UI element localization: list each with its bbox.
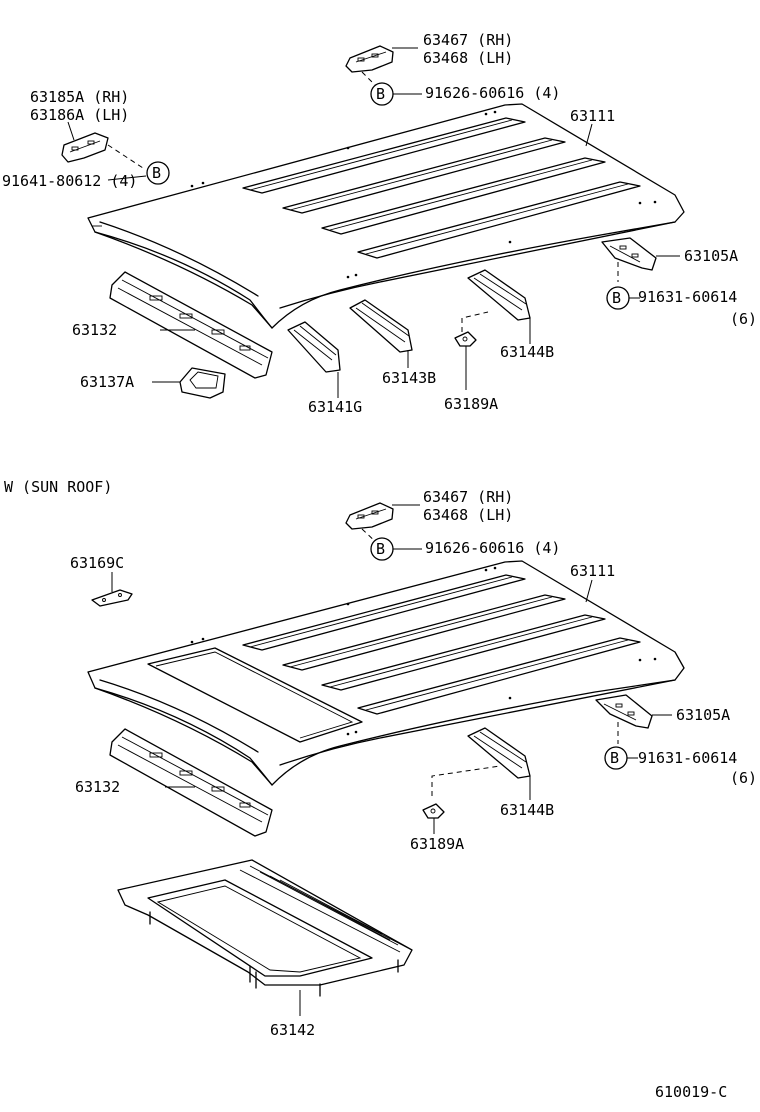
label-91641: 91641-80612 (4): [2, 172, 137, 190]
callout-b-label: B: [152, 164, 161, 182]
label-63189a-lower: 63189A: [410, 835, 464, 853]
callout-b-front-lower: B: [370, 537, 394, 561]
upper-roof-bow-2-drawing: [349, 299, 413, 353]
label-91631-lower: 91631-60614: [638, 749, 737, 767]
label-63186a-lh: 63186A (LH): [30, 106, 129, 124]
label-63111-lower: 63111: [570, 562, 615, 580]
upper-roof-bow-1-drawing: [287, 321, 341, 373]
callout-b-label: B: [376, 85, 385, 103]
callout-b-front-upper: B: [370, 82, 394, 106]
label-91631-upper: 91631-60614: [638, 288, 737, 306]
upper-roof-panel-drawing: [87, 103, 685, 329]
callout-b-label: B: [376, 540, 385, 558]
label-63169c: 63169C: [70, 554, 124, 572]
lower-roof-bow-drawing: [467, 727, 531, 779]
lower-leader-lines: [111, 504, 672, 1016]
callout-b-side-lower: B: [604, 746, 628, 770]
lower-header-rail-drawing: [109, 728, 273, 837]
label-63111-upper: 63111: [570, 107, 615, 125]
callout-b-rear-upper: B: [146, 161, 170, 185]
upper-leader-lines: [67, 47, 680, 398]
lower-roof-panel-drawing: [87, 560, 685, 786]
label-63185a-rh: 63185A (RH): [30, 88, 129, 106]
lower-sunroof-frame-drawing: [117, 859, 413, 997]
label-91631-qty-lower: (6): [730, 769, 757, 787]
label-63105a-upper: 63105A: [684, 247, 738, 265]
label-63141g: 63141G: [308, 398, 362, 416]
label-91626-upper: 91626-60616 (4): [425, 84, 560, 102]
section-title: W (SUN ROOF): [4, 478, 112, 496]
label-63132-upper: 63132: [72, 321, 117, 339]
label-91631-qty-upper: (6): [730, 310, 757, 328]
callout-b-label: B: [610, 749, 619, 767]
label-63468-lh-lower: 63468 (LH): [423, 506, 513, 524]
callout-b-side-upper: B: [606, 286, 630, 310]
upper-clip-drawing: [454, 311, 489, 347]
label-63137a: 63137A: [80, 373, 134, 391]
label-63143b: 63143B: [382, 369, 436, 387]
diagram-code: 610019-C: [655, 1083, 727, 1101]
upper-header-rail-drawing: [109, 271, 273, 379]
upper-side-bracket-drawing: [601, 237, 657, 282]
lower-front-bracket-drawing: [345, 502, 394, 545]
callout-b-label: B: [612, 289, 621, 307]
label-91626-lower: 91626-60616 (4): [425, 539, 560, 557]
label-63467-rh-lower: 63467 (RH): [423, 488, 513, 506]
label-63144b-upper: 63144B: [500, 343, 554, 361]
label-63105a-lower: 63105A: [676, 706, 730, 724]
label-63142: 63142: [270, 1021, 315, 1039]
upper-front-bracket-drawing: [345, 45, 394, 89]
label-63132-lower: 63132: [75, 778, 120, 796]
lower-side-bracket-drawing: [595, 694, 653, 744]
label-63468-lh-upper: 63468 (LH): [423, 49, 513, 67]
label-63467-rh-upper: 63467 (RH): [423, 31, 513, 49]
lower-clip-drawing: [422, 765, 501, 819]
upper-roof-bow-3-drawing: [467, 269, 531, 321]
upper-assembly: B B B 63467 (RH) 63468 (LH): [2, 31, 757, 416]
label-63144b-lower: 63144B: [500, 801, 554, 819]
upper-pad-drawing: [179, 367, 226, 399]
upper-rear-bracket-drawing: [61, 132, 144, 169]
label-63189a-upper: 63189A: [444, 395, 498, 413]
lower-rear-clip-drawing: [91, 589, 133, 607]
lower-assembly: B B 63467 (RH) 63468 (LH) 91626-60616 (4…: [70, 488, 757, 1039]
